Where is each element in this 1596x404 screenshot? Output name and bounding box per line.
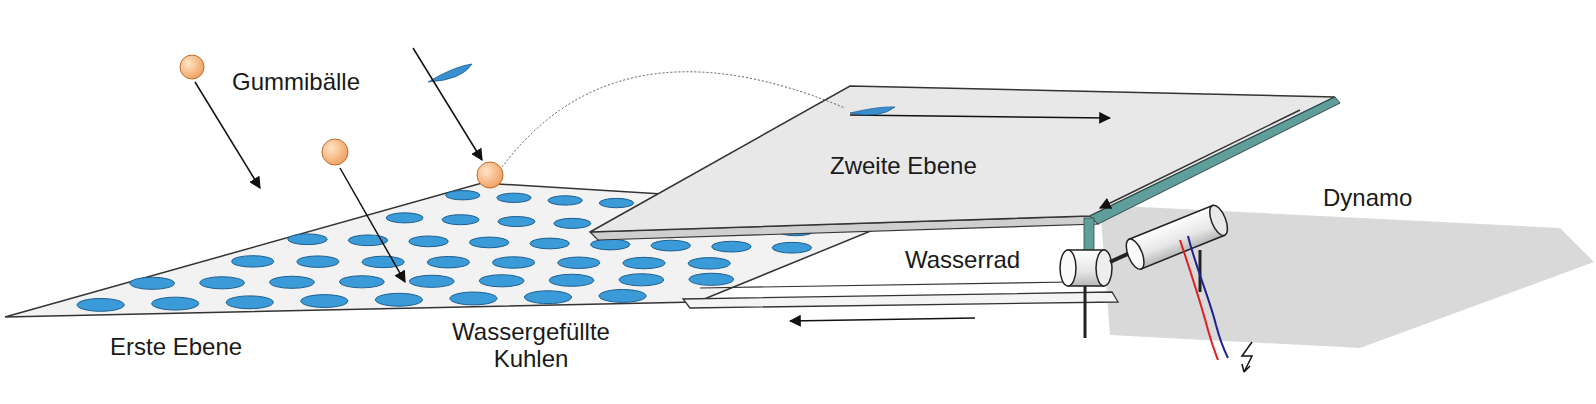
water-drop (428, 64, 472, 82)
shadow (1100, 205, 1594, 348)
water-hole (200, 277, 245, 289)
label: Dynamo (1323, 184, 1412, 211)
water-hole (152, 297, 199, 310)
water-hole (362, 256, 404, 267)
wire (1188, 236, 1228, 358)
water-hole (450, 292, 497, 305)
water-wheel (1060, 250, 1112, 286)
water-hole (558, 257, 600, 268)
rubber-ball (477, 162, 503, 188)
water-hole (375, 293, 422, 306)
water-hole (599, 290, 646, 303)
water-hole (497, 193, 531, 202)
water-hole (688, 258, 730, 269)
water-hole (493, 257, 535, 268)
dynamo (1123, 203, 1231, 272)
water-hole (524, 291, 571, 304)
water-hole (386, 213, 423, 223)
water-hole (712, 241, 751, 252)
label: Gummibälle (232, 68, 360, 95)
flow-arrow (790, 318, 975, 321)
water-hole (530, 238, 569, 249)
water-hole (427, 256, 469, 267)
water-hole (591, 239, 630, 250)
wire (1180, 240, 1218, 360)
water-hole (226, 296, 273, 309)
water-hole (599, 198, 633, 207)
water-hole (232, 256, 274, 267)
water-hole (301, 295, 348, 308)
label: Erste Ebene (110, 333, 242, 360)
label: Zweite Ebene (830, 152, 977, 179)
water-hole (297, 256, 339, 267)
return-tray (683, 292, 1118, 308)
water-hole (130, 277, 175, 289)
water-hole (479, 275, 524, 287)
rubber-ball (180, 55, 204, 79)
water-hole (270, 276, 315, 288)
water-hole (409, 275, 454, 287)
water-hole (409, 236, 448, 247)
water-hole (619, 274, 664, 286)
water-hole (469, 237, 508, 248)
label: Wassergefüllte Kuhlen (420, 318, 642, 372)
water-hole (442, 215, 479, 225)
water-hole (548, 196, 582, 205)
flow-arrow (850, 115, 1110, 118)
water-hole (340, 276, 385, 288)
label: Wasserrad (905, 246, 1020, 273)
water-hole (549, 274, 594, 286)
water-hole (651, 240, 690, 251)
water-drop (850, 107, 895, 115)
water-hole (689, 273, 734, 285)
lightning-symbol (1242, 342, 1252, 372)
water-hole (498, 217, 535, 227)
water-hole (288, 234, 327, 245)
water-hole (623, 257, 665, 268)
rubber-ball (322, 139, 348, 165)
water-hole (554, 218, 591, 228)
water-hole (77, 298, 124, 311)
water-hole (772, 242, 811, 253)
water-hole (446, 191, 480, 200)
